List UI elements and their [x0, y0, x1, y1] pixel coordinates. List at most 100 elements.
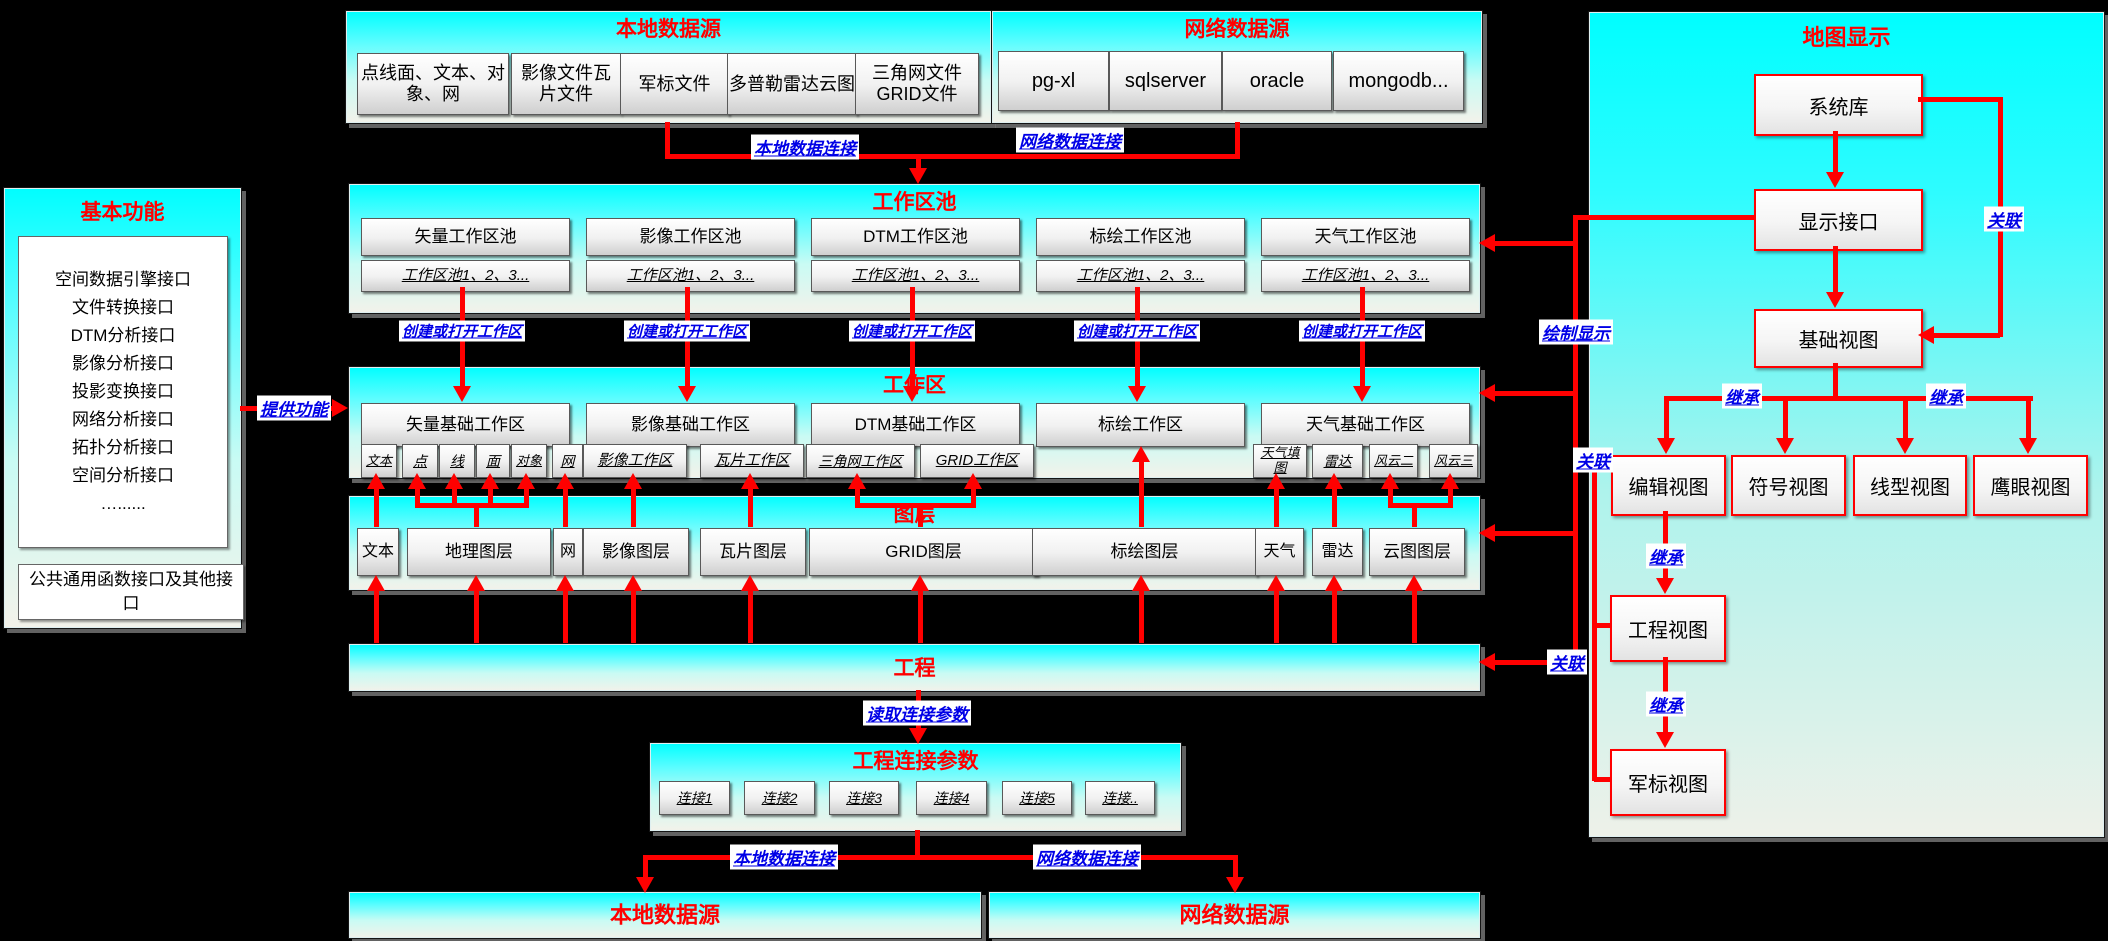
- conn-item-3: 连接3: [829, 781, 899, 815]
- connector-line: [1388, 503, 1453, 508]
- connector-line: [1388, 488, 1393, 505]
- project-bar: 工程: [348, 643, 1481, 692]
- arrowhead-u: [1267, 473, 1285, 489]
- arrowhead-l: [1918, 326, 1934, 344]
- node-eagle-view: 鹰眼视图: [1973, 455, 2088, 516]
- connector-line: [474, 505, 479, 527]
- arrowhead-d: [1826, 172, 1844, 188]
- interface-item: 影像分析接口: [72, 354, 174, 373]
- connector-line: [643, 855, 648, 879]
- connector-line: [855, 503, 976, 508]
- arrowhead-l: [1479, 234, 1495, 252]
- ws-weather: 天气基础工作区: [1261, 403, 1470, 447]
- arrowhead-u: [1441, 473, 1459, 489]
- conn-params-panel: 工程连接参数 连接1 连接2 连接3 连接4 连接5 连接..: [649, 742, 1182, 832]
- edge-label-create-open: 创建或打开工作区: [848, 320, 976, 342]
- interface-item: 空间数据引擎接口: [55, 270, 191, 289]
- ws-sub-imagews: 影像工作区: [583, 444, 687, 478]
- net-ds-item-sqlserver: sqlserver: [1109, 51, 1222, 111]
- arrowhead-d: [1656, 732, 1674, 748]
- local-ds-item-tin: 三角网文件GRID文件: [855, 53, 979, 115]
- connector-line: [1575, 215, 1755, 220]
- local-datasource-top-panel: 本地数据源 点线面、文本、对象、网 影像文件瓦片文件 军标文件 多普勒雷达云图 …: [345, 10, 992, 124]
- net-datasource-top-panel: 网络数据源 pg-xl sqlserver oracle mongodb...: [991, 10, 1483, 124]
- arrowhead-u: [556, 473, 574, 489]
- interface-item: 拓扑分析接口: [72, 438, 174, 457]
- ws-sub-fy3: 风云三: [1429, 444, 1478, 478]
- arrowhead-d: [2019, 438, 2037, 454]
- arrowhead-l: [1479, 384, 1495, 402]
- connector-line: [1594, 777, 1612, 782]
- connector-line: [1664, 396, 2033, 401]
- ws-sub-net: 网: [552, 444, 583, 478]
- connector-line: [1494, 531, 1575, 536]
- arrowhead-d: [1656, 578, 1674, 594]
- project-title: 工程: [893, 656, 936, 680]
- ws-sub-fy2: 风云二: [1369, 444, 1418, 478]
- node-system-lib: 系统库: [1754, 74, 1923, 136]
- arrowhead-u: [481, 473, 499, 489]
- connector-line: [1918, 97, 2002, 102]
- node-project-view: 工程视图: [1610, 595, 1726, 662]
- conn-item-5: 连接5: [1002, 781, 1072, 815]
- connector-line: [1833, 131, 1838, 174]
- pool-vector: 矢量工作区池: [361, 218, 570, 256]
- pool-instances: 工作区池1、2、3...: [1261, 260, 1470, 292]
- interface-list-box: 空间数据引擎接口 文件转换接口 DTM分析接口 影像分析接口 投影变换接口 网络…: [18, 236, 228, 548]
- edge-label-create-open: 创建或打开工作区: [1073, 320, 1201, 342]
- connector-line: [915, 830, 920, 860]
- connector-line: [1233, 855, 1238, 879]
- layer-net: 网: [553, 528, 583, 576]
- interface-item: 空间分析接口: [72, 466, 174, 485]
- connector-line: [374, 488, 379, 527]
- layer-grid: GRID图层: [809, 528, 1038, 576]
- node-display-interface: 显示接口: [1754, 189, 1923, 251]
- edge-label-inherit: 继承: [1926, 383, 1966, 409]
- arrowhead-u: [624, 473, 642, 489]
- local-ds-item-radar: 多普勒雷达云图: [727, 53, 857, 115]
- pool-instances: 工作区池1、2、3...: [811, 260, 1020, 292]
- connector-line: [1274, 488, 1279, 527]
- node-military-view: 军标视图: [1610, 749, 1726, 816]
- pool-instances: 工作区池1、2、3...: [586, 260, 795, 292]
- edge-label-create-open: 创建或打开工作区: [623, 320, 751, 342]
- connector-line: [524, 488, 529, 505]
- ws-vector: 矢量基础工作区: [361, 403, 570, 447]
- local-ds-item-image: 影像文件瓦片文件: [511, 53, 621, 115]
- connector-line: [1573, 215, 1578, 667]
- arrowhead-d: [1226, 877, 1244, 893]
- arrowhead-d: [453, 386, 471, 402]
- edge-label-create-open: 创建或打开工作区: [1298, 320, 1426, 342]
- arrowhead-d: [1657, 438, 1675, 454]
- arrowhead-d: [1776, 438, 1794, 454]
- connector-line: [563, 488, 568, 527]
- arrowhead-d: [909, 728, 927, 744]
- connector-line: [1332, 488, 1337, 527]
- edge-label-local-conn-bottom: 本地数据连接: [730, 844, 838, 870]
- conn-item-more: 连接..: [1085, 781, 1155, 815]
- arrowhead-u: [741, 473, 759, 489]
- connector-line: [1412, 505, 1417, 527]
- connector-line: [488, 488, 493, 505]
- arrowhead-d: [636, 877, 654, 893]
- arrowhead-d: [1896, 438, 1914, 454]
- arrowhead-u: [467, 575, 485, 591]
- connector-line: [748, 488, 753, 527]
- arrowhead-u: [408, 473, 426, 489]
- interface-item: DTM分析接口: [70, 326, 176, 345]
- arrowhead-u: [1325, 473, 1343, 489]
- connector-line: [474, 590, 479, 643]
- arrowhead-u: [517, 473, 535, 489]
- connector-line: [1664, 396, 1669, 440]
- connector-line: [415, 488, 420, 505]
- pool-weather: 天气工作区池: [1261, 218, 1470, 256]
- conn-item-1: 连接1: [659, 781, 730, 815]
- local-datasource-bottom-title: 本地数据源: [609, 902, 720, 928]
- connector-line: [1833, 246, 1838, 294]
- arrowhead-u: [1267, 575, 1285, 591]
- pool-instances: 工作区池1、2、3...: [361, 260, 570, 292]
- edge-label-inherit: 继承: [1646, 691, 1686, 717]
- connector-line: [971, 488, 976, 505]
- layer-tile: 瓦片图层: [700, 528, 806, 576]
